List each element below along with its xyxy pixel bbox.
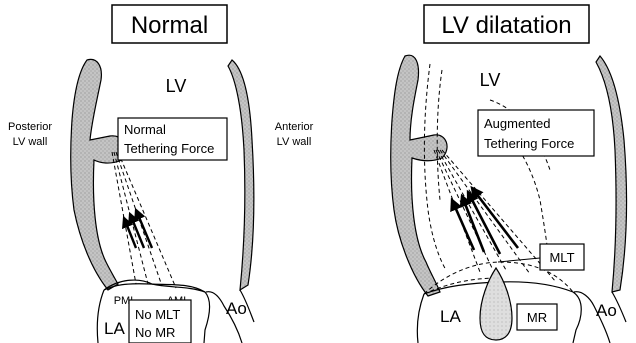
normal-force-line1: Normal xyxy=(124,122,166,137)
normal-status-line1: No MLT xyxy=(135,307,180,322)
dilatation-anterior-wall xyxy=(596,56,627,292)
panel-normal: Normal LV Normal Tethering xyxy=(8,5,314,343)
normal-anterior-wall xyxy=(228,60,254,290)
normal-status-line2: No MR xyxy=(135,325,175,340)
normal-lv-label: LV xyxy=(166,76,187,96)
panel-dilatation: LV dilatation LV xyxy=(391,5,627,343)
dilatation-force-line1: Augmented xyxy=(484,116,551,131)
normal-force-line2: Tethering Force xyxy=(124,141,214,156)
posterior-wall-label-1: Posterior xyxy=(8,121,52,133)
normal-la-wall xyxy=(97,290,104,343)
dilatation-ao-label: Ao xyxy=(596,301,617,320)
dilatation-force-line2: Tethering Force xyxy=(484,136,574,151)
dilatation-la-wall xyxy=(417,294,424,343)
anterior-wall-label-1: Anterior xyxy=(275,121,314,133)
normal-title: Normal xyxy=(131,12,208,39)
normal-posterior-wall xyxy=(71,59,126,290)
mlt-label: MLT xyxy=(549,250,574,265)
dilatation-tethering-arrows xyxy=(452,188,518,254)
normal-chordae xyxy=(112,152,176,288)
dilatation-title: LV dilatation xyxy=(441,12,571,39)
posterior-wall-label-2: LV wall xyxy=(13,136,48,148)
mr-label: MR xyxy=(527,310,547,325)
anterior-wall-label-2: LV wall xyxy=(277,136,312,148)
dilatation-lv-label: LV xyxy=(480,70,501,90)
normal-ao-label: Ao xyxy=(226,299,247,318)
dilatation-previous-outline xyxy=(424,64,550,270)
normal-la-label: LA xyxy=(104,319,125,338)
dilatation-la-label: LA xyxy=(440,307,461,326)
